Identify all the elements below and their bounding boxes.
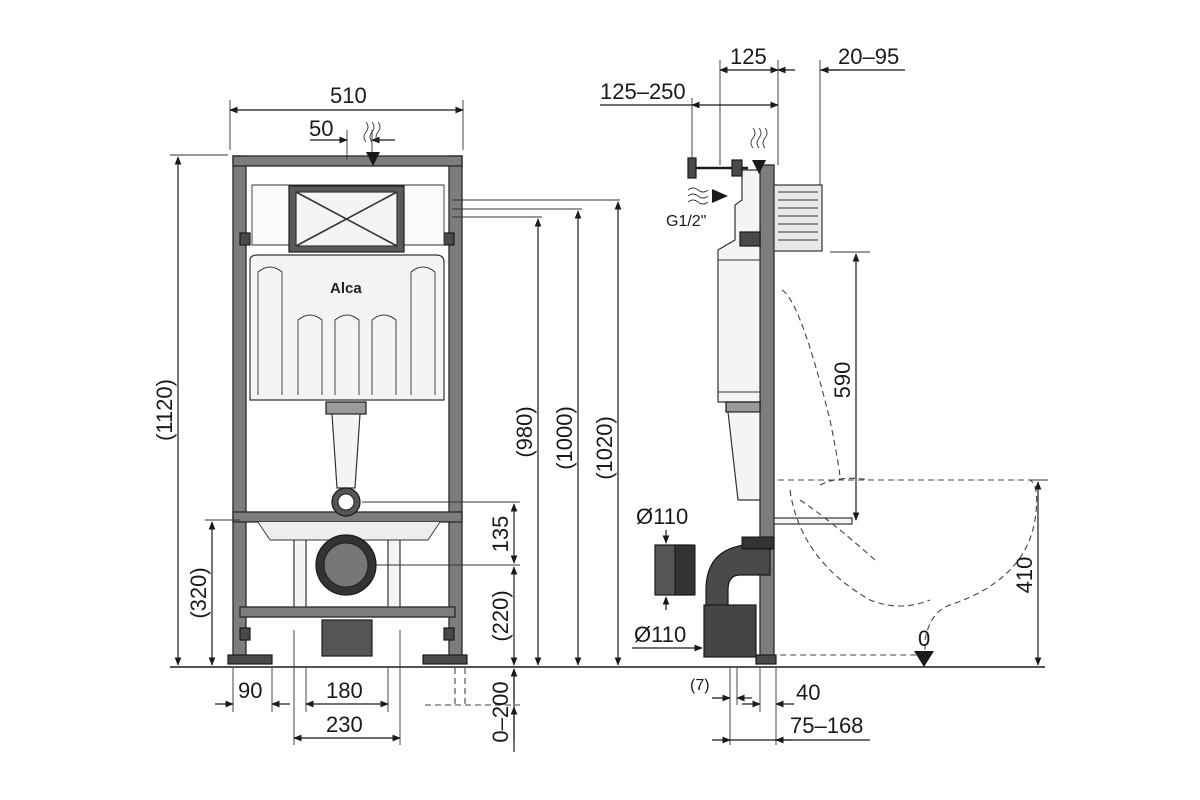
cistern-rib	[334, 314, 360, 395]
dim-125: 125	[730, 44, 767, 69]
brand-logo: Alca	[330, 280, 362, 297]
dim-0-200: 0–200	[488, 681, 513, 742]
bracket	[443, 627, 455, 641]
dim-230: 230	[326, 712, 363, 737]
rear-plate	[773, 184, 823, 252]
side-cistern	[717, 169, 761, 403]
label-diam-upper: Ø110	[636, 504, 688, 529]
dim-135: 135	[488, 516, 513, 553]
dim-180: 180	[326, 678, 363, 703]
dim-320: (320)	[186, 567, 211, 618]
frame-left-post	[232, 155, 247, 661]
dim-1120: (1120)	[152, 379, 177, 441]
bracket	[239, 232, 251, 246]
foot-left	[227, 654, 273, 665]
dim-40: 40	[796, 680, 820, 705]
supply-valve	[687, 157, 697, 179]
zero-level-icon	[914, 651, 934, 667]
dim-410: 410	[1012, 557, 1037, 594]
toilet-outline	[778, 479, 1038, 656]
side-valve	[725, 401, 761, 413]
dim-980: (980)	[512, 406, 537, 457]
dim-90: 90	[238, 678, 262, 703]
g12-water-icon	[687, 187, 709, 205]
supply-valve	[731, 159, 743, 177]
dim-220: (220)	[488, 590, 513, 641]
bracket	[239, 627, 251, 641]
cistern-rib	[371, 314, 397, 395]
dim-7: (7)	[690, 677, 710, 694]
front-view: Alca 510 50 (1120	[152, 83, 622, 752]
cistern-rib	[297, 314, 323, 395]
dim-1020: (1020)	[592, 416, 617, 480]
dim-510: 510	[330, 83, 367, 108]
label-g12: G1/2"	[666, 213, 706, 230]
side-view: G1/2" Ø110 Ø110 0 125 20–95	[600, 44, 1048, 745]
dim-50: 50	[309, 116, 333, 141]
dim-20-95: 20–95	[838, 44, 899, 69]
dim-590: 590	[830, 362, 855, 399]
cistern-rib	[257, 266, 283, 395]
bracket	[443, 232, 455, 246]
label-diam-lower: Ø110	[634, 622, 686, 647]
label-zero: 0	[918, 626, 930, 651]
drain-pipe-side	[703, 604, 757, 658]
side-foot	[755, 654, 777, 665]
side-clamp	[739, 231, 761, 247]
frame-right-post	[448, 155, 463, 661]
drain-pipe	[321, 619, 373, 657]
inlet-arrow-icon	[366, 152, 380, 166]
side-frame-post	[759, 164, 775, 663]
cistern-rib	[410, 266, 436, 395]
water-inlet-icon	[363, 121, 381, 143]
side-flush-pipe	[727, 411, 761, 501]
dim-1000: (1000)	[552, 406, 577, 470]
g12-arrow-icon	[712, 189, 728, 203]
foot-right	[422, 654, 468, 665]
dim-125-250: 125–250	[600, 79, 686, 104]
flush-valve	[325, 401, 367, 415]
frame-top-bar	[232, 155, 463, 167]
side-inlet-arrow-icon	[752, 160, 766, 174]
cistern-body	[249, 254, 445, 401]
flush-connector	[773, 517, 853, 525]
dim-75-168: 75–168	[790, 713, 863, 738]
flush-pipe	[331, 413, 361, 489]
side-water-icon	[750, 127, 768, 149]
frame-lower-bar	[239, 606, 456, 618]
